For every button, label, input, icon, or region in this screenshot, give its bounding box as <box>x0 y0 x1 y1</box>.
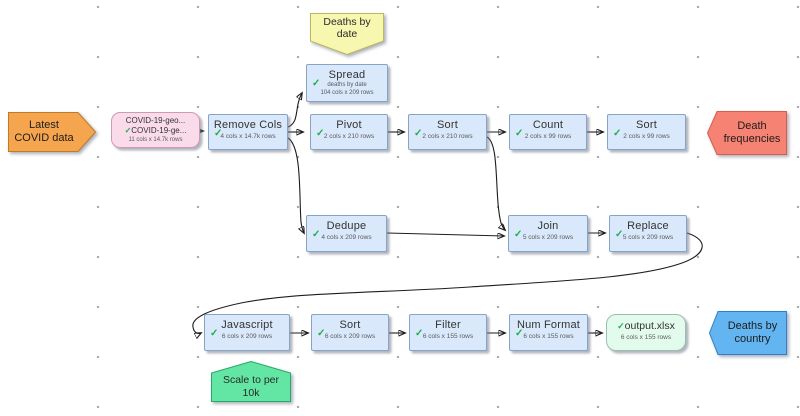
node-output-file[interactable]: ✓output.xlsx 6 cols x 155 rows <box>606 314 686 351</box>
node-sort-2[interactable]: ✓ Sort 2 cols x 99 rows <box>607 114 686 150</box>
check-icon: ✓ <box>515 128 524 139</box>
check-icon: ✓ <box>617 321 625 331</box>
output-note-death-frequencies[interactable]: Death frequencies <box>707 111 787 155</box>
node-javascript[interactable]: ✓ Javascript 6 cols x 209 rows <box>204 314 290 351</box>
check-icon: ✓ <box>515 328 524 339</box>
node-title: Sort <box>636 119 657 131</box>
node-remove-cols[interactable]: ✓ Remove Cols 4 cols x 14.7k rows <box>208 114 288 150</box>
check-icon: ✓ <box>317 328 326 339</box>
edge-removecols-spread <box>287 93 302 128</box>
check-icon: ✓ <box>615 229 624 240</box>
check-icon: ✓ <box>124 125 132 135</box>
node-title: Pivot <box>336 119 362 131</box>
check-icon: ✓ <box>613 128 622 139</box>
node-title: Spread <box>328 69 366 81</box>
node-size: 4 cols x 14.7k rows <box>220 133 276 140</box>
comment-scale-to-per-10k[interactable]: Scale to per 10k <box>211 361 291 402</box>
comment-label: Scale to per 10k <box>222 374 280 399</box>
check-icon: ✓ <box>514 229 523 240</box>
output-file-size: 6 cols x 155 rows <box>620 334 672 341</box>
node-size: 4 cols x 209 rows <box>321 234 372 241</box>
check-icon: ✓ <box>316 128 325 139</box>
node-size: 2 cols x 99 rows <box>623 133 670 140</box>
node-count[interactable]: ✓ Count 2 cols x 99 rows <box>509 114 587 150</box>
node-title: Filter <box>435 319 461 331</box>
node-size: 5 cols x 209 rows <box>522 234 574 241</box>
left-arrow-shape <box>707 111 787 155</box>
node-sort-3[interactable]: ✓ Sort 6 cols x 209 rows <box>311 314 389 351</box>
node-size: 6 cols x 209 rows <box>324 333 376 340</box>
check-icon: ✓ <box>210 328 219 339</box>
comment-label: Deaths by date <box>323 15 371 40</box>
comment-deaths-by-date[interactable]: Deaths by date <box>310 13 384 55</box>
input-file-title-1: COVID-19-geo... <box>125 116 186 125</box>
node-size: 2 cols x 210 rows <box>422 133 473 140</box>
node-input-file[interactable]: COVID-19-geo... ✓COVID-19-ge... 11 cols … <box>111 112 200 148</box>
node-size: 6 cols x 155 rows <box>523 333 574 340</box>
output-note-label: Deaths by country <box>727 320 778 345</box>
node-title: Javascript <box>221 319 273 331</box>
node-num-format[interactable]: ✓ Num Format 6 cols x 155 rows <box>509 314 588 351</box>
check-icon: ✓ <box>415 328 424 339</box>
output-file-title: output.xlsx <box>624 320 675 332</box>
check-icon: ✓ <box>414 128 423 139</box>
node-title: Num Format <box>516 319 581 331</box>
node-note: deaths by date <box>327 82 367 88</box>
node-pivot[interactable]: ✓ Pivot 2 cols x 210 rows <box>310 114 388 150</box>
output-note-deaths-by-country[interactable]: Deaths by country <box>709 311 787 355</box>
output-note-label: Death frequencies <box>723 120 781 145</box>
left-arrow-shape <box>709 311 787 355</box>
node-title: Join <box>537 220 559 232</box>
node-title: Sort <box>339 319 361 331</box>
edge-sort-join <box>486 136 505 230</box>
edge-dedupe-join <box>386 232 504 236</box>
input-note-latest-covid-data[interactable]: Latest COVID data <box>8 112 96 152</box>
right-arrow-shape <box>8 112 96 152</box>
input-file-size: 11 cols x 14.7k rows <box>128 137 183 144</box>
node-replace[interactable]: ✓ Replace 5 cols x 209 rows <box>609 215 687 252</box>
node-size: 5 cols x 209 rows <box>622 234 674 241</box>
node-filter[interactable]: ✓ Filter 6 cols x 155 rows <box>409 314 487 351</box>
input-file-title-2: COVID-19-ge... <box>131 125 187 135</box>
node-title: Replace <box>627 220 669 232</box>
node-title: Remove Cols <box>213 119 283 131</box>
node-size: 2 cols x 99 rows <box>524 133 572 140</box>
node-title: Dedupe <box>326 220 367 232</box>
node-dedupe[interactable]: ✓ Dedupe 4 cols x 209 rows <box>306 215 387 252</box>
node-sort-1[interactable]: ✓ Sort 2 cols x 210 rows <box>408 114 487 150</box>
node-size: 6 cols x 155 rows <box>422 333 474 340</box>
node-size: 2 cols x 210 rows <box>323 133 375 140</box>
node-size: 104 cols x 209 rows <box>320 89 374 96</box>
node-join[interactable]: ✓ Join 5 cols x 209 rows <box>508 215 588 252</box>
edge-removecols-dedupe <box>287 137 304 233</box>
check-icon: ✓ <box>312 78 321 89</box>
down-tail-note-shape <box>310 13 384 55</box>
node-title: Count <box>532 119 564 131</box>
check-icon: ✓ <box>214 128 223 139</box>
node-size: 6 cols x 209 rows <box>221 333 273 340</box>
up-peak-note-shape <box>211 361 291 402</box>
check-icon: ✓ <box>312 229 321 240</box>
input-note-label: Latest COVID data <box>14 119 74 144</box>
node-title: Sort <box>437 119 458 131</box>
